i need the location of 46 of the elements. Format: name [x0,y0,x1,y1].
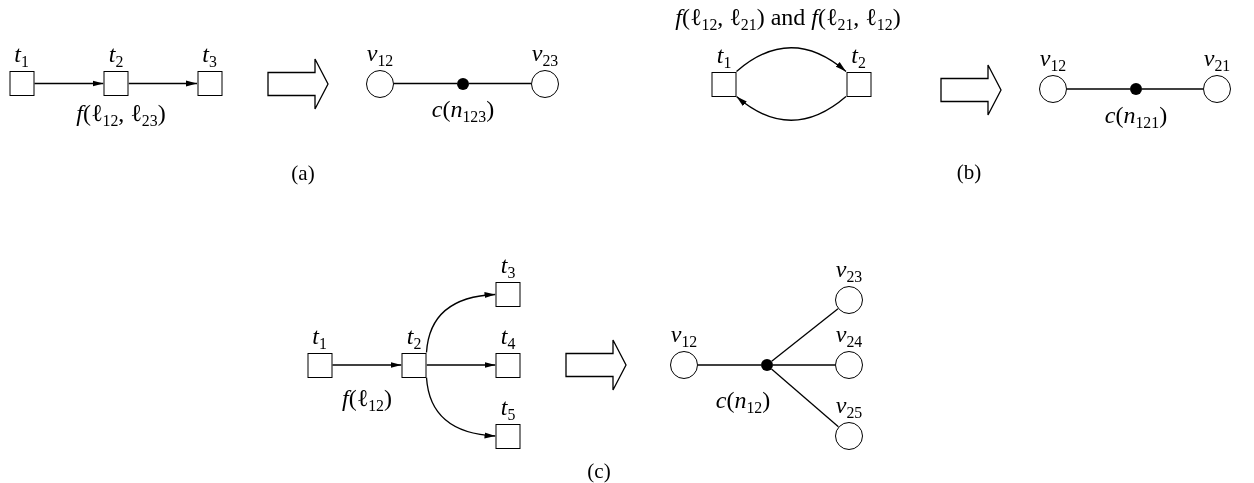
node-caption: c(n$_{123}$) [431,97,495,121]
arrow [331,362,403,368]
arrow [425,362,497,368]
node-caption: c(n$_{121}$) [1104,103,1168,127]
node-label: v$_{24}$ [835,322,863,346]
node-label: t$_{4}$ [500,323,516,348]
node-label: t$_{2}$ [851,42,866,67]
node-label: t$_{1}$ [14,42,29,66]
node-caption: c(n$_{12}$) [715,388,771,412]
arrow [127,80,198,87]
node-label: t$_{2}$ [108,42,124,66]
subfigure-caption: (c) [587,461,611,482]
formula-label: f(ℓ$_{12}$) [342,386,392,410]
node-label: v$_{25}$ [835,393,863,417]
formula-label: f(ℓ$_{12}$, ℓ$_{21}$) and f(ℓ$_{21}$, ℓ$_{12}$) [675,5,901,29]
arrow [735,95,847,121]
connector-line [770,368,840,428]
arrow [425,376,497,439]
connector-line [772,364,836,366]
node-label: v$_{23}$ [835,257,863,281]
node-label: v$_{12}$ [670,322,698,346]
arrow [425,292,497,354]
arrow [735,47,847,73]
connector-line [1141,88,1204,90]
node-label: v$_{12}$ [1039,46,1067,70]
node-label: t$_{3}$ [500,253,516,277]
junction-dot [1130,83,1142,95]
node-label: t$_{1}$ [716,42,732,67]
subfigure-caption: (a) [291,163,315,184]
junction-dot [761,359,773,371]
node-label: v$_{21}$ [1203,46,1231,70]
subfigure-caption: (b) [956,162,982,183]
node-label: t$_{2}$ [406,323,422,348]
formula-label: f(ℓ$_{12}$, ℓ$_{23}$) [76,101,166,125]
arrow [33,80,105,87]
connector-line [393,82,458,85]
node-label: t$_{3}$ [202,42,217,66]
connector-line [1066,88,1131,90]
node-label: t$_{5}$ [500,394,516,419]
junction-dot [457,77,469,90]
connector-line [771,308,839,362]
node-label: v$_{23}$ [531,40,559,65]
connector-line [697,364,762,366]
node-label: t$_{1}$ [312,323,327,348]
node-label: v$_{12}$ [366,40,394,65]
connector-line [468,82,532,85]
